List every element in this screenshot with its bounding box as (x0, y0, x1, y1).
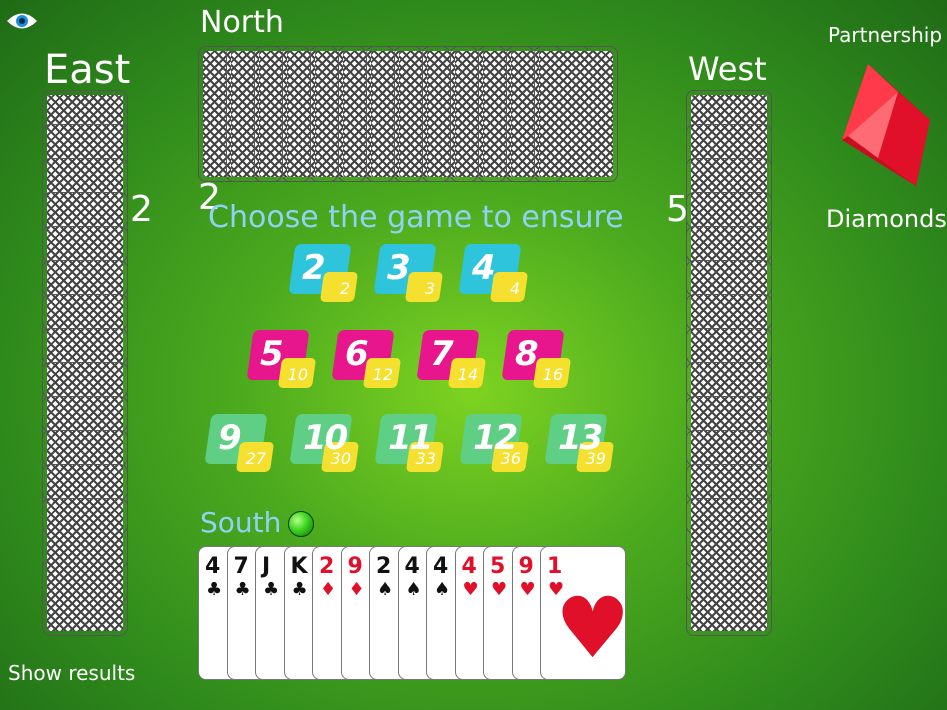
card-rank: 4 (205, 554, 221, 579)
card-suit-icon: ♥ (519, 579, 536, 600)
card-suit-icon: ♦ (320, 579, 337, 600)
player-label-west: West (688, 50, 767, 88)
player-label-east: East (44, 47, 131, 93)
card-rank: 4 (404, 554, 420, 579)
card-rank: K (290, 554, 308, 579)
card-rank: 4 (433, 554, 449, 579)
tile-game-value: 7 (430, 334, 454, 374)
show-results-link[interactable]: Show results (8, 661, 136, 685)
card-suit-icon: ♥ (548, 579, 565, 600)
tile-points: 14 (457, 365, 478, 384)
score-west: 5 (666, 189, 689, 230)
card-suit-icon: ♦ (348, 579, 365, 600)
tile-points: 27 (245, 449, 266, 468)
tile-game-value: 2 (302, 248, 326, 288)
card-rank: 1 (547, 554, 563, 579)
tile-game-value: 11 (388, 418, 433, 458)
tile-game-value: 9 (218, 418, 242, 458)
tile-points: 3 (424, 279, 435, 298)
diamond-icon (838, 62, 934, 188)
score-north: 2 (198, 177, 221, 218)
card-suit-icon: ♣ (206, 579, 223, 600)
partnership-label: Partnership (828, 23, 943, 47)
hand-card[interactable]: 1♥♥ (540, 546, 630, 680)
card-rank: J (262, 554, 271, 579)
tile-points: 16 (542, 365, 563, 384)
tile-game-value: 4 (472, 248, 496, 288)
card-back (42, 498, 128, 636)
card-rank: 4 (461, 554, 477, 579)
card-rank: 7 (233, 554, 249, 579)
tile-game-value: 10 (303, 418, 348, 458)
card-back (686, 498, 772, 636)
heart-icon: ♥ (555, 579, 631, 677)
card-suit-icon: ♥ (462, 579, 479, 600)
card-rank: 2 (376, 554, 392, 579)
tile-points: 36 (500, 449, 521, 468)
card-rank: 2 (319, 554, 335, 579)
tile-game-value: 3 (387, 248, 411, 288)
card-suit-icon: ♣ (263, 579, 280, 600)
card-rank: 9 (347, 554, 363, 579)
tile-points: 39 (585, 449, 606, 468)
player-label-south: South (200, 506, 282, 539)
eye-icon[interactable] (6, 10, 38, 32)
card-suit-icon: ♠ (405, 579, 422, 600)
tile-points: 10 (287, 365, 308, 384)
tile-points: 30 (330, 449, 351, 468)
card-suit-icon: ♠ (434, 579, 451, 600)
tile-game-value: 6 (345, 334, 369, 374)
tile-points: 33 (415, 449, 436, 468)
tile-points: 2 (339, 279, 350, 298)
player-label-north: North (200, 5, 284, 40)
card-suit-icon: ♠ (377, 579, 394, 600)
game-prompt: Choose the game to ensure (208, 200, 624, 235)
card-rank: 9 (518, 554, 534, 579)
card-suit-icon: ♥ (491, 579, 508, 600)
tile-points: 12 (372, 365, 393, 384)
tile-game-value: 13 (558, 418, 603, 458)
tile-game-value: 5 (260, 334, 284, 374)
card-suit-icon: ♣ (234, 579, 251, 600)
tile-points: 4 (509, 279, 520, 298)
card-suit-icon: ♣ (291, 579, 308, 600)
green-dot-icon (288, 511, 314, 537)
card-rank: 5 (490, 554, 506, 579)
partnership-suit-label: Diamonds (826, 205, 947, 233)
card-back (534, 46, 618, 182)
tile-game-value: 8 (515, 334, 539, 374)
tile-game-value: 12 (473, 418, 518, 458)
score-east: 2 (130, 189, 153, 230)
